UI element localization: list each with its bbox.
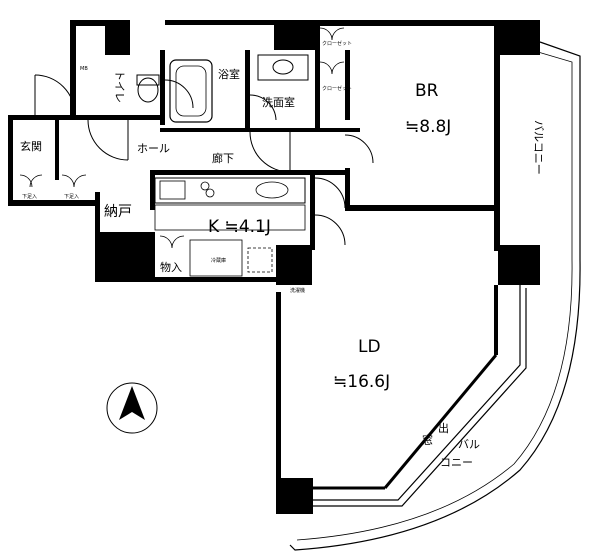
shoe-tag-1: 下足入 [22, 194, 37, 200]
corridor-label: 廊下 [212, 151, 234, 165]
washroom-label: 洗面室 [262, 95, 295, 109]
storage-label: 納戸 [104, 204, 132, 220]
shoe-tag-2: 下足入 [64, 194, 79, 200]
balcony-bottom-label-1: バル [458, 438, 480, 451]
doors [19, 27, 374, 249]
closet-label: 物入 [160, 260, 182, 274]
balcony-bottom-label-2: コニー [440, 456, 473, 469]
k-label: K ≒4.1J [208, 217, 271, 237]
mb-tag: MB [80, 66, 88, 72]
toilet-label: トイレ [113, 70, 126, 103]
br-area: ≒8.8J [405, 117, 451, 137]
br-name: BR [415, 81, 439, 101]
compass-north-arrow-icon [106, 382, 158, 434]
bay-window-label-2: 窓 [422, 433, 433, 447]
balcony-right-label: バルコニー [532, 120, 545, 175]
ld-area: ≒16.6J [333, 372, 390, 392]
closet-tag-br-2: クローゼット [322, 85, 352, 92]
bay-window-label-1: 出 [438, 421, 449, 435]
fridge-tag: 冷蔵庫 [211, 257, 226, 264]
washer-tag: 洗濯機 [290, 287, 305, 294]
bath-label: 浴室 [218, 67, 240, 81]
ld-name: LD [358, 337, 381, 357]
fixtures [101, 54, 309, 277]
hall-label: ホール [137, 142, 170, 155]
entrance-label: 玄関 [20, 139, 42, 153]
closet-tag-br-1: クローゼット [322, 40, 352, 47]
walls [8, 20, 540, 514]
